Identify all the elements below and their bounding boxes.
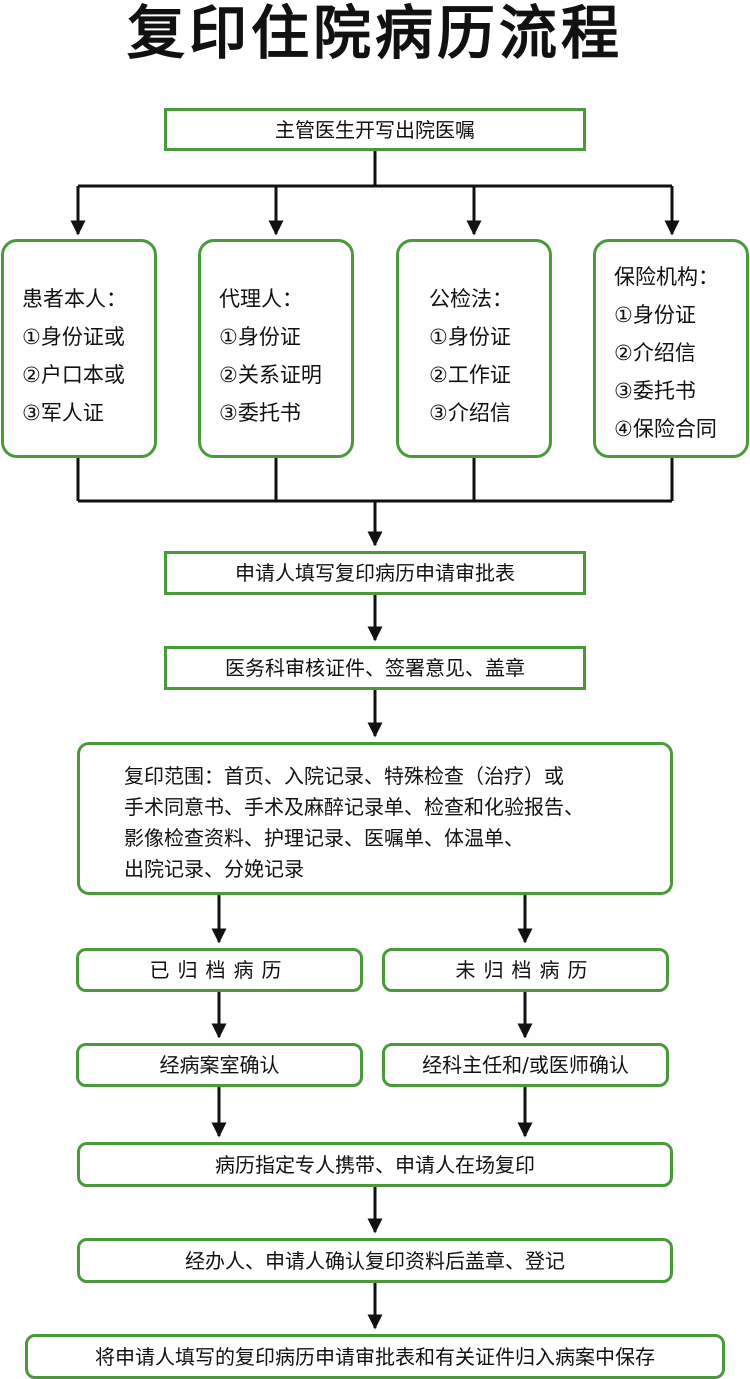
card-heading: 代理人： [219, 287, 303, 311]
step-medical-affairs-review: 医务科审核证件、签署意见、盖章 [164, 646, 586, 690]
card-insurance: 保险机构： ①身份证 ②介绍信 ③委托书 ④保险合同 [593, 239, 749, 458]
page-title: 复印住院病历流程 [126, 0, 623, 67]
card-heading: 公检法： [429, 287, 513, 311]
scope-line: 影像检查资料、护理记录、医嘱单、体温单、 [124, 826, 524, 850]
card-heading: 患者本人： [22, 287, 127, 311]
card-item: ①身份证 [219, 325, 301, 349]
card-public-security: 公检法： ①身份证 ②工作证 ③介绍信 [396, 239, 552, 458]
confirm-department-head: 经科主任和/或医师确认 [382, 1043, 669, 1087]
status-archived: 已归档病历 [76, 948, 363, 992]
step-doctor-discharge-order: 主管医生开写出院医嘱 [164, 108, 586, 151]
step-confirm-and-register: 经办人、申请人确认复印资料后盖章、登记 [77, 1238, 673, 1283]
card-patient-self: 患者本人： ①身份证或 ②户口本或 ③军人证 [1, 239, 157, 458]
card-item: ①身份证 [429, 325, 511, 349]
card-item: ②户口本或 [22, 363, 125, 387]
scope-line: 复印范围：首页、入院记录、特殊检查（治疗）或 [124, 764, 564, 788]
card-item: ②介绍信 [614, 341, 696, 365]
card-item: ②工作证 [429, 363, 511, 387]
step-archive-application: 将申请人填写的复印病历申请审批表和有关证件归入病案中保存 [25, 1334, 725, 1379]
step-fill-application: 申请人填写复印病历申请审批表 [164, 551, 586, 595]
card-item: ②关系证明 [219, 363, 322, 387]
confirm-records-room: 经病案室确认 [76, 1043, 363, 1087]
card-item: ③军人证 [22, 401, 104, 425]
card-item: ③介绍信 [429, 401, 511, 425]
copy-scope-box: 复印范围：首页、入院记录、特殊检查（治疗）或 手术同意书、手术及麻醉记录单、检查… [77, 742, 673, 895]
card-item: ③委托书 [614, 379, 696, 403]
card-item: ①身份证 [614, 303, 696, 327]
step-designated-carrier: 病历指定专人携带、申请人在场复印 [77, 1142, 673, 1187]
card-agent: 代理人： ①身份证 ②关系证明 ③委托书 [198, 239, 354, 458]
status-unarchived: 未归档病历 [382, 948, 669, 992]
scope-line: 出院记录、分娩记录 [124, 857, 304, 881]
card-item: ④保险合同 [614, 417, 717, 441]
scope-line: 手术同意书、手术及麻醉记录单、检查和化验报告、 [124, 795, 584, 819]
card-item: ③委托书 [219, 401, 301, 425]
card-heading: 保险机构： [614, 265, 719, 289]
card-item: ①身份证或 [22, 325, 125, 349]
